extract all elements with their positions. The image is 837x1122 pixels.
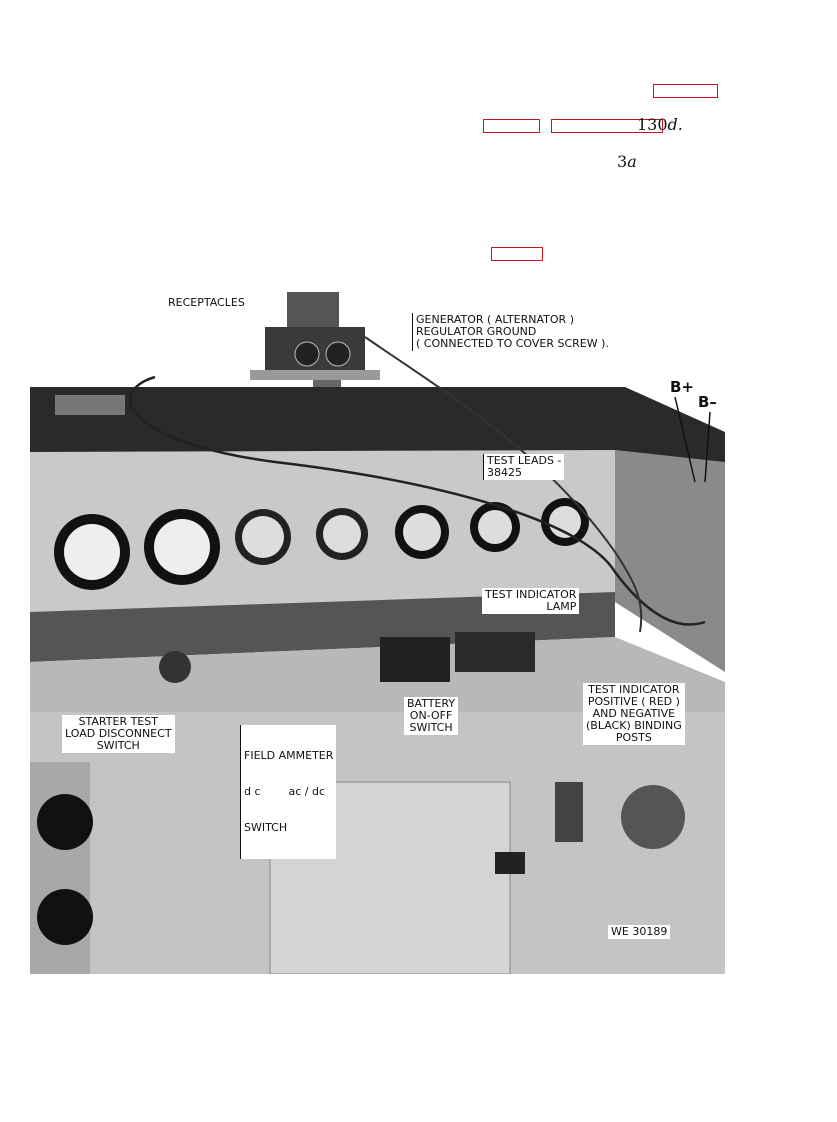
label-line: REGULATOR GROUND — [416, 325, 537, 338]
label-line: GENERATOR ( ALTERNATOR ) — [416, 313, 574, 326]
label-line: ON-OFF — [409, 709, 453, 722]
ref-number: 130 — [637, 115, 668, 134]
figure-id: WE 30189 — [608, 925, 671, 939]
label-test-indicator-lamp: TEST INDICATOR LAMP — [482, 588, 580, 614]
label-line: d c ac / dc — [244, 785, 326, 798]
label-line: SWITCH — [409, 721, 453, 734]
reference-link-4[interactable] — [491, 247, 543, 261]
label-line: (BLACK) BINDING — [586, 719, 682, 732]
ref-suffix: a — [627, 152, 637, 171]
receptacle — [294, 341, 320, 367]
label-line: POSTS — [615, 731, 652, 744]
meters — [54, 498, 589, 590]
label-line: LOAD DISCONNECT — [65, 727, 172, 740]
label-line: FIELD AMMETER — [244, 749, 334, 762]
label-battery-switch: BATTERY ON-OFF SWITCH — [404, 697, 459, 735]
label-line: TEST LEADS - — [487, 454, 562, 467]
ref-suffix: d. — [667, 115, 683, 134]
ref-number: 3 — [617, 152, 628, 171]
label-field-ammeter-switch: FIELD AMMETER d c ac / dc SWITCH — [240, 725, 337, 859]
test-lead-cable — [364, 336, 643, 633]
paragraph-reference: 130d. — [637, 115, 683, 134]
label-line: ( CONNECTED TO COVER SCREW ). — [416, 337, 609, 350]
regulator-body — [287, 292, 339, 332]
label-b-plus: B+ — [670, 378, 695, 396]
label-line: STARTER TEST — [78, 715, 158, 728]
label-binding-posts: TEST INDICATOR POSITIVE ( RED ) AND NEGA… — [583, 683, 685, 745]
label-line: SWITCH — [244, 821, 288, 834]
reference-link-3[interactable] — [551, 119, 663, 133]
reference-link-2[interactable] — [483, 119, 540, 133]
label-starter-switch: STARTER TEST LOAD DISCONNECT SWITCH — [62, 715, 175, 753]
label-line: 38425 — [487, 466, 522, 479]
label-line: SWITCH — [96, 739, 140, 752]
label-receptacles: RECEPTACLES — [168, 296, 245, 309]
label-regulator-ground: GENERATOR ( ALTERNATOR ) REGULATOR GROUN… — [412, 313, 612, 351]
reference-link-1[interactable] — [653, 84, 718, 98]
figure-reference: 3a — [617, 152, 637, 171]
label-test-leads: TEST LEADS - 38425 — [483, 454, 565, 480]
receptacle — [325, 341, 351, 367]
label-b-minus: B– — [698, 393, 717, 411]
label-line: TEST INDICATOR — [588, 683, 680, 696]
label-line: LAMP — [546, 600, 577, 613]
test-stand-photo — [30, 292, 725, 974]
label-line: TEST INDICATOR — [485, 588, 577, 601]
label-line: POSITIVE ( RED ) — [587, 695, 680, 708]
label-line: BATTERY — [407, 697, 456, 710]
label-line: AND NEGATIVE — [592, 707, 676, 720]
